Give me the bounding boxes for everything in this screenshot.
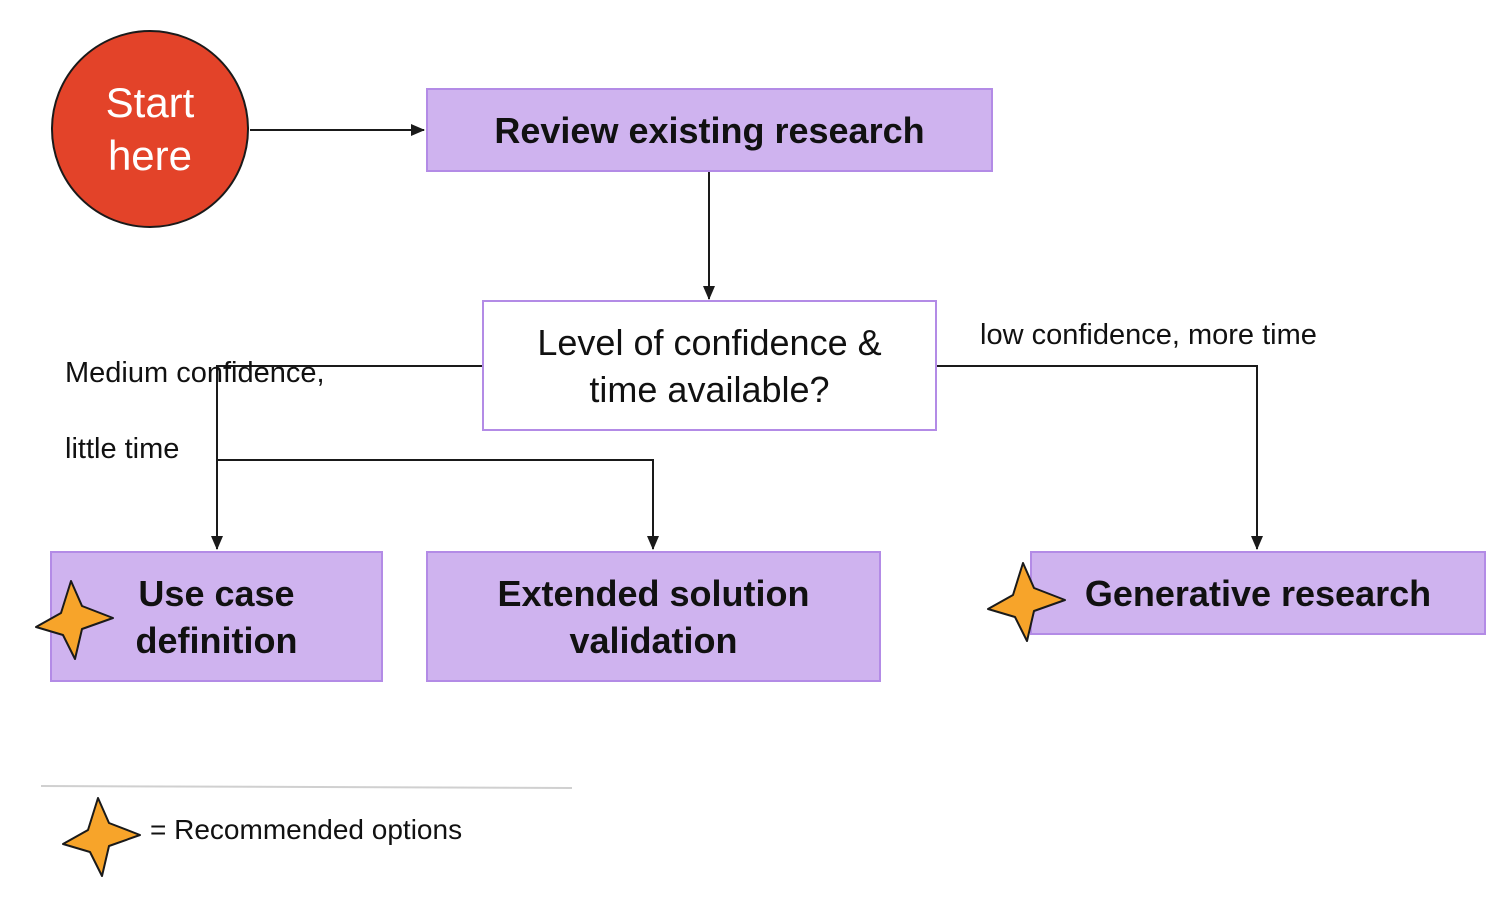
decision-node: Level of confidence & time available? (482, 300, 937, 431)
decision-label-line1: Level of confidence & (537, 321, 882, 363)
legend-divider (40, 785, 573, 789)
connector-question-to-generative (937, 365, 1263, 550)
decision-label-line2: time available? (589, 368, 830, 410)
extended-label-line2: validation (569, 619, 738, 661)
generative-research-label: Generative research (1084, 572, 1432, 614)
left-branch-label-line2: little time (65, 433, 180, 465)
extended-validation-node: Extended solution validation (426, 551, 881, 682)
left-branch-label: Medium confidence, little time (65, 316, 325, 506)
start-node: Start here (51, 30, 249, 228)
legend-star-icon (62, 797, 141, 877)
extended-label-line1: Extended solution (497, 572, 810, 614)
right-branch-label: low confidence, more time (980, 319, 1317, 351)
star-icon (35, 580, 114, 660)
start-label-line2: here (107, 132, 193, 179)
generative-research-node: Generative research (1030, 551, 1486, 635)
legend-text: = Recommended options (150, 814, 463, 845)
start-label-line1: Start (105, 79, 195, 126)
review-research-label: Review existing research (494, 109, 925, 151)
star-icon (987, 562, 1066, 642)
use-case-label-line1: Use case (138, 572, 295, 614)
review-research-node: Review existing research (426, 88, 993, 172)
left-branch-label-line1: Medium confidence, (65, 357, 325, 389)
use-case-label-line2: definition (135, 619, 298, 661)
